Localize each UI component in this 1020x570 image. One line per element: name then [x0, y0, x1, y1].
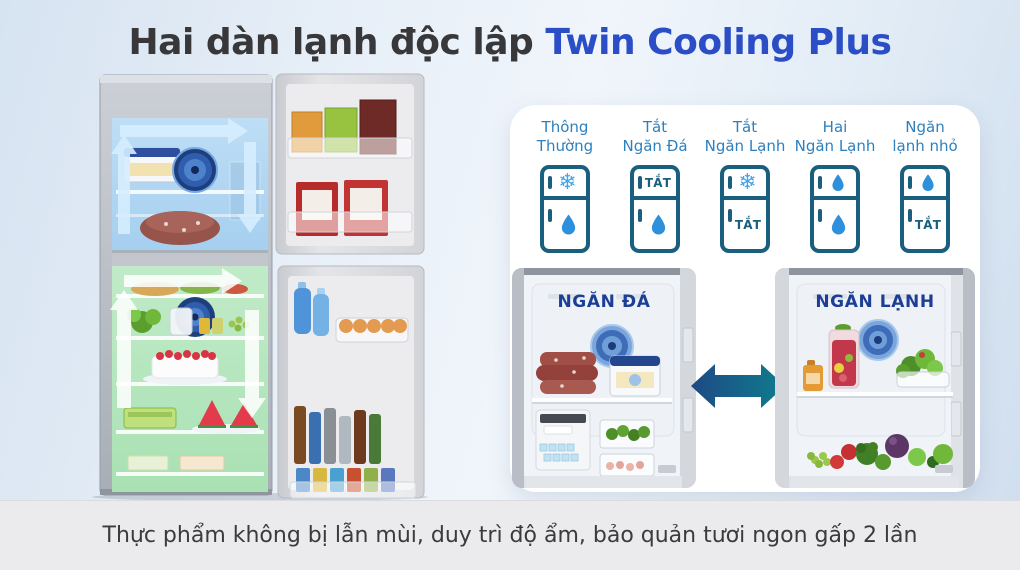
salad-basket	[896, 349, 950, 388]
fridge-fan-icon	[857, 319, 899, 361]
door-handle-icon	[638, 176, 642, 189]
door-handle-icon	[818, 209, 822, 222]
fridge-state-icon	[810, 165, 860, 253]
fridge-compartment-photo: NGĂN LẠNH	[775, 268, 975, 488]
door-handle-icon	[908, 209, 912, 222]
fridge-door-open	[277, 265, 425, 499]
door-handle-icon	[818, 176, 822, 189]
storage-containers	[127, 455, 225, 471]
swap-arrow-icon	[691, 364, 785, 408]
strawberry-cake	[143, 350, 227, 385]
twin-cooling-panel: Thông Thường ❄ Tắt Ngăn Đá	[510, 105, 980, 492]
fridge-state-icon: TẮT	[900, 165, 950, 253]
water-bottles	[294, 282, 329, 336]
droplet-icon	[561, 214, 575, 234]
divider-shadow	[112, 250, 268, 253]
mode-fridge-off: Tắt Ngăn Lạnh ❄ TẮT	[700, 118, 790, 263]
snowflake-icon: ❄	[558, 169, 577, 195]
droplet-icon	[832, 173, 844, 191]
freezer-cell	[904, 169, 946, 200]
merci-chocolate-boxes	[287, 180, 413, 236]
door-handle-icon	[548, 209, 552, 222]
freezer-airflow-arrows	[111, 118, 263, 234]
door-handle-icon	[908, 176, 912, 189]
door-handle-icon	[548, 176, 552, 189]
freezer-cell: ❄	[724, 169, 766, 200]
fridge-airflow-arrows	[110, 268, 266, 418]
door-handle-icon	[728, 176, 732, 189]
freezer-cell: ❄	[544, 169, 586, 200]
freezer-photo-art	[512, 268, 696, 488]
cucumber-box	[123, 407, 177, 429]
beverage-cans	[289, 468, 417, 499]
ice-maker	[535, 409, 591, 471]
freezer-cell	[814, 169, 856, 200]
fridge-photo-art	[775, 268, 975, 488]
frozen-meat-rolls	[536, 352, 598, 394]
freezer-cell: TẮT	[634, 169, 676, 200]
freezer-compartment-label: NGĂN ĐÁ	[557, 292, 651, 312]
cooling-modes-row: Thông Thường ❄ Tắt Ngăn Đá	[520, 118, 970, 263]
vegetable-pile	[807, 434, 953, 470]
droplet-icon	[831, 214, 845, 234]
droplet-icon	[922, 173, 934, 191]
broccoli-container	[599, 419, 655, 449]
off-label: TẮT	[644, 175, 672, 190]
shrimp-container	[599, 453, 655, 477]
caption-bar: Thực phẩm không bị lẫn mùi, duy trì độ ẩ…	[0, 500, 1020, 570]
fridge-state-icon: TẮT	[630, 165, 680, 253]
fridge-cell: TẮT	[904, 200, 946, 249]
freezer-compartment	[111, 118, 268, 250]
door-handle-icon	[728, 209, 732, 222]
ice-cream-tub	[609, 355, 661, 397]
mode-two-fridges: Hai Ngăn Lạnh	[790, 118, 880, 263]
snowflake-icon: ❄	[738, 169, 757, 195]
mode-freezer-off: Tắt Ngăn Đá TẮT	[610, 118, 700, 263]
mode-label: Hai Ngăn Lạnh	[794, 118, 876, 155]
frozen-meat	[140, 211, 220, 245]
watermelon-slices	[192, 400, 260, 434]
mode-label: Thông Thường	[536, 118, 594, 155]
freezer-door-open	[275, 73, 425, 255]
caption-text: Thực phẩm không bị lẫn mùi, duy trì độ ẩ…	[102, 523, 918, 548]
fridge-cell	[814, 200, 856, 249]
fridge-cell	[634, 200, 676, 249]
droplet-icon	[651, 214, 665, 234]
freezer-compartment-photo: NGĂN ĐÁ	[512, 268, 696, 488]
mode-normal: Thông Thường ❄	[520, 118, 610, 263]
open-fridge-illustration	[92, 73, 428, 500]
page-title: Hai dàn lạnh độc lập Twin Cooling Plus	[0, 22, 1020, 63]
fridge-state-icon: ❄ TẮT	[720, 165, 770, 253]
salad-shelf-items	[127, 307, 250, 336]
mode-label: Tắt Ngăn Đá	[622, 118, 688, 155]
mode-label: Tắt Ngăn Lạnh	[704, 118, 786, 155]
chocolate-boxes	[287, 99, 413, 159]
beverage-bottles	[294, 406, 381, 464]
off-label: TẮT	[914, 217, 942, 232]
freezer-fan-icon	[172, 147, 218, 193]
page-title-highlight: Twin Cooling Plus	[545, 22, 892, 63]
door-handle-icon	[638, 209, 642, 222]
compartment-divider	[112, 250, 268, 266]
off-label: TẮT	[734, 217, 762, 232]
page-title-text: Hai dàn lạnh độc lập	[128, 22, 534, 63]
fridge-compartment	[110, 266, 268, 492]
mode-mini-fridge: Ngăn lạnh nhỏ TẮT	[880, 118, 970, 263]
egg-tray	[335, 317, 409, 343]
fridge-state-icon: ❄	[540, 165, 590, 253]
fridge-compartment-label: NGĂN LẠNH	[815, 292, 935, 312]
mode-label: Ngăn lạnh nhỏ	[892, 118, 958, 155]
honey-jar	[803, 360, 823, 391]
fruit-pitcher	[828, 324, 860, 389]
fridge-cell	[544, 200, 586, 249]
fridge-cell: TẮT	[724, 200, 766, 249]
